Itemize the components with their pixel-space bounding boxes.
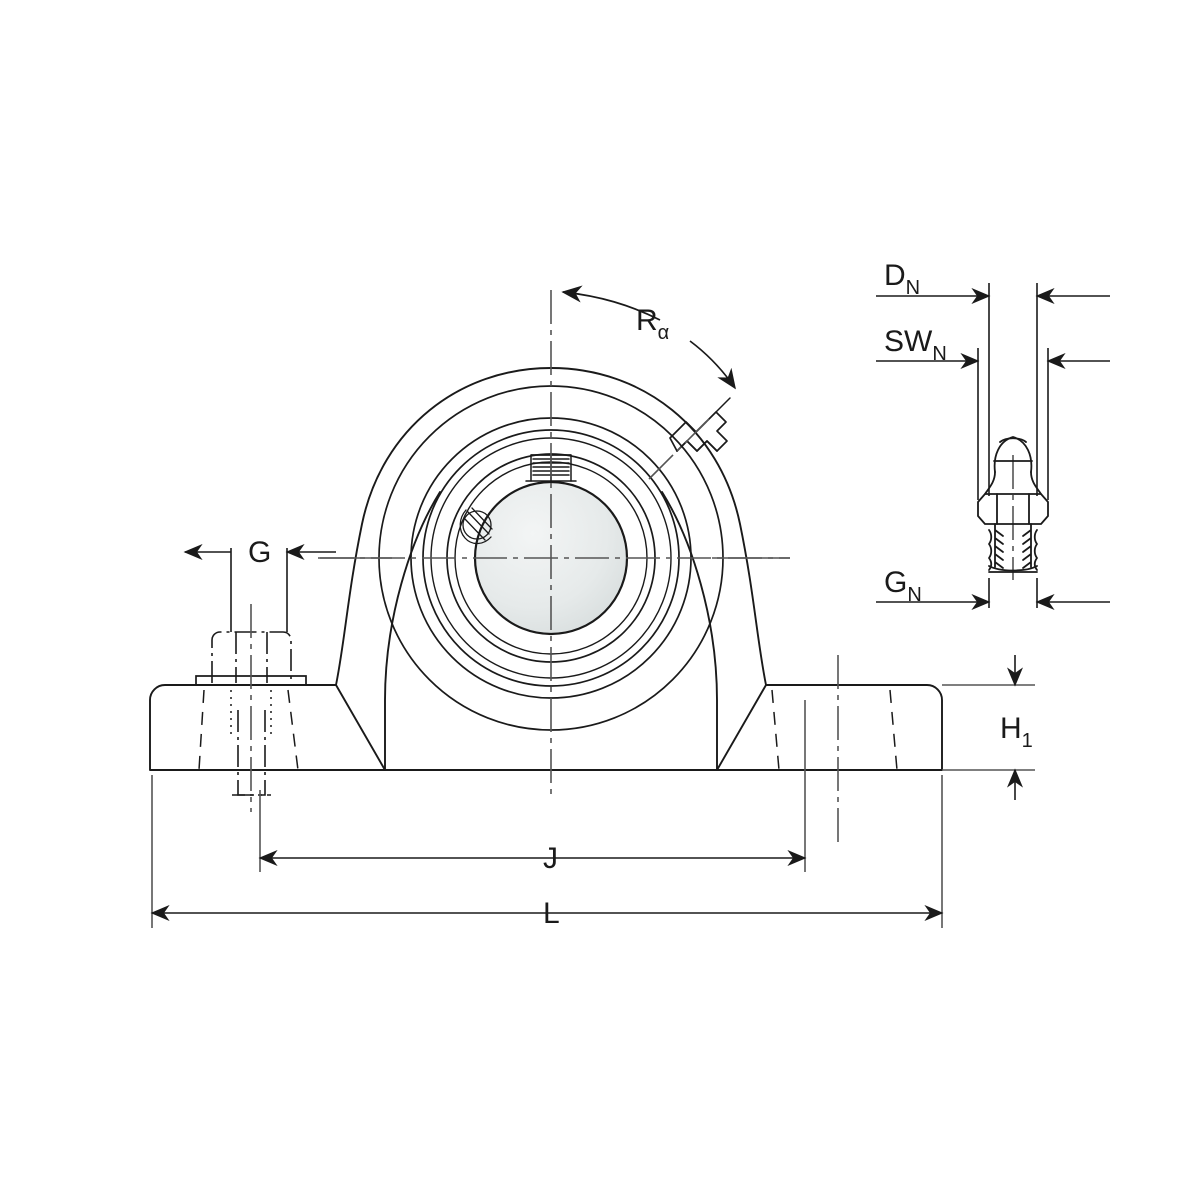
centerlines-group (250, 290, 1014, 845)
nipple-axis-centerline (648, 418, 710, 480)
nipple-head (993, 436, 1033, 473)
housing-inner-wall-right (661, 491, 718, 771)
hidden-edges-group (198, 689, 898, 771)
dimension-label-GN: GN (884, 566, 922, 606)
dimension-label-J: J (543, 842, 558, 875)
detail-extension-lines (977, 283, 1049, 608)
detail-view-group (977, 436, 1049, 573)
nipple-head-cap-arc (999, 437, 1027, 443)
dimension-G (183, 544, 336, 632)
nipple-thread-root-right (1033, 529, 1038, 571)
nipple-head-curve-right (1030, 471, 1042, 495)
dimension-Ra (561, 285, 736, 390)
dimension-label-SWN: SWN (884, 325, 947, 365)
dimension-label-H1: H1 (1000, 712, 1033, 752)
nipple-thread-root-left (988, 529, 993, 571)
dimension-H1 (942, 655, 1035, 800)
nipple-thread-end-arc (988, 565, 1038, 572)
dimension-label-DN: DN (884, 259, 920, 299)
nipple-thread-left (994, 523, 1004, 569)
hidden-base-rib-right2 (889, 689, 898, 771)
hidden-bolt-taper-left (287, 689, 299, 771)
hidden-bolt-seat-left (198, 689, 205, 771)
Ra-arc-right (689, 340, 736, 390)
bolt-thread-dots (230, 690, 272, 735)
hidden-base-rib-right (771, 689, 780, 771)
collar-grub-screw (459, 507, 493, 545)
nipple-thread-right (1022, 523, 1032, 569)
dimension-label-Ra: Rα (636, 304, 669, 344)
dimension-label-L: L (543, 897, 560, 930)
nipple-head-curve-left (984, 471, 996, 495)
dimension-label-G: G (248, 536, 271, 569)
Ra-arc-left (561, 285, 661, 321)
housing-inner-wall (384, 491, 441, 771)
nipple-hex-body (977, 493, 1049, 525)
dimension-J (258, 700, 807, 872)
dimension-L (150, 775, 944, 928)
